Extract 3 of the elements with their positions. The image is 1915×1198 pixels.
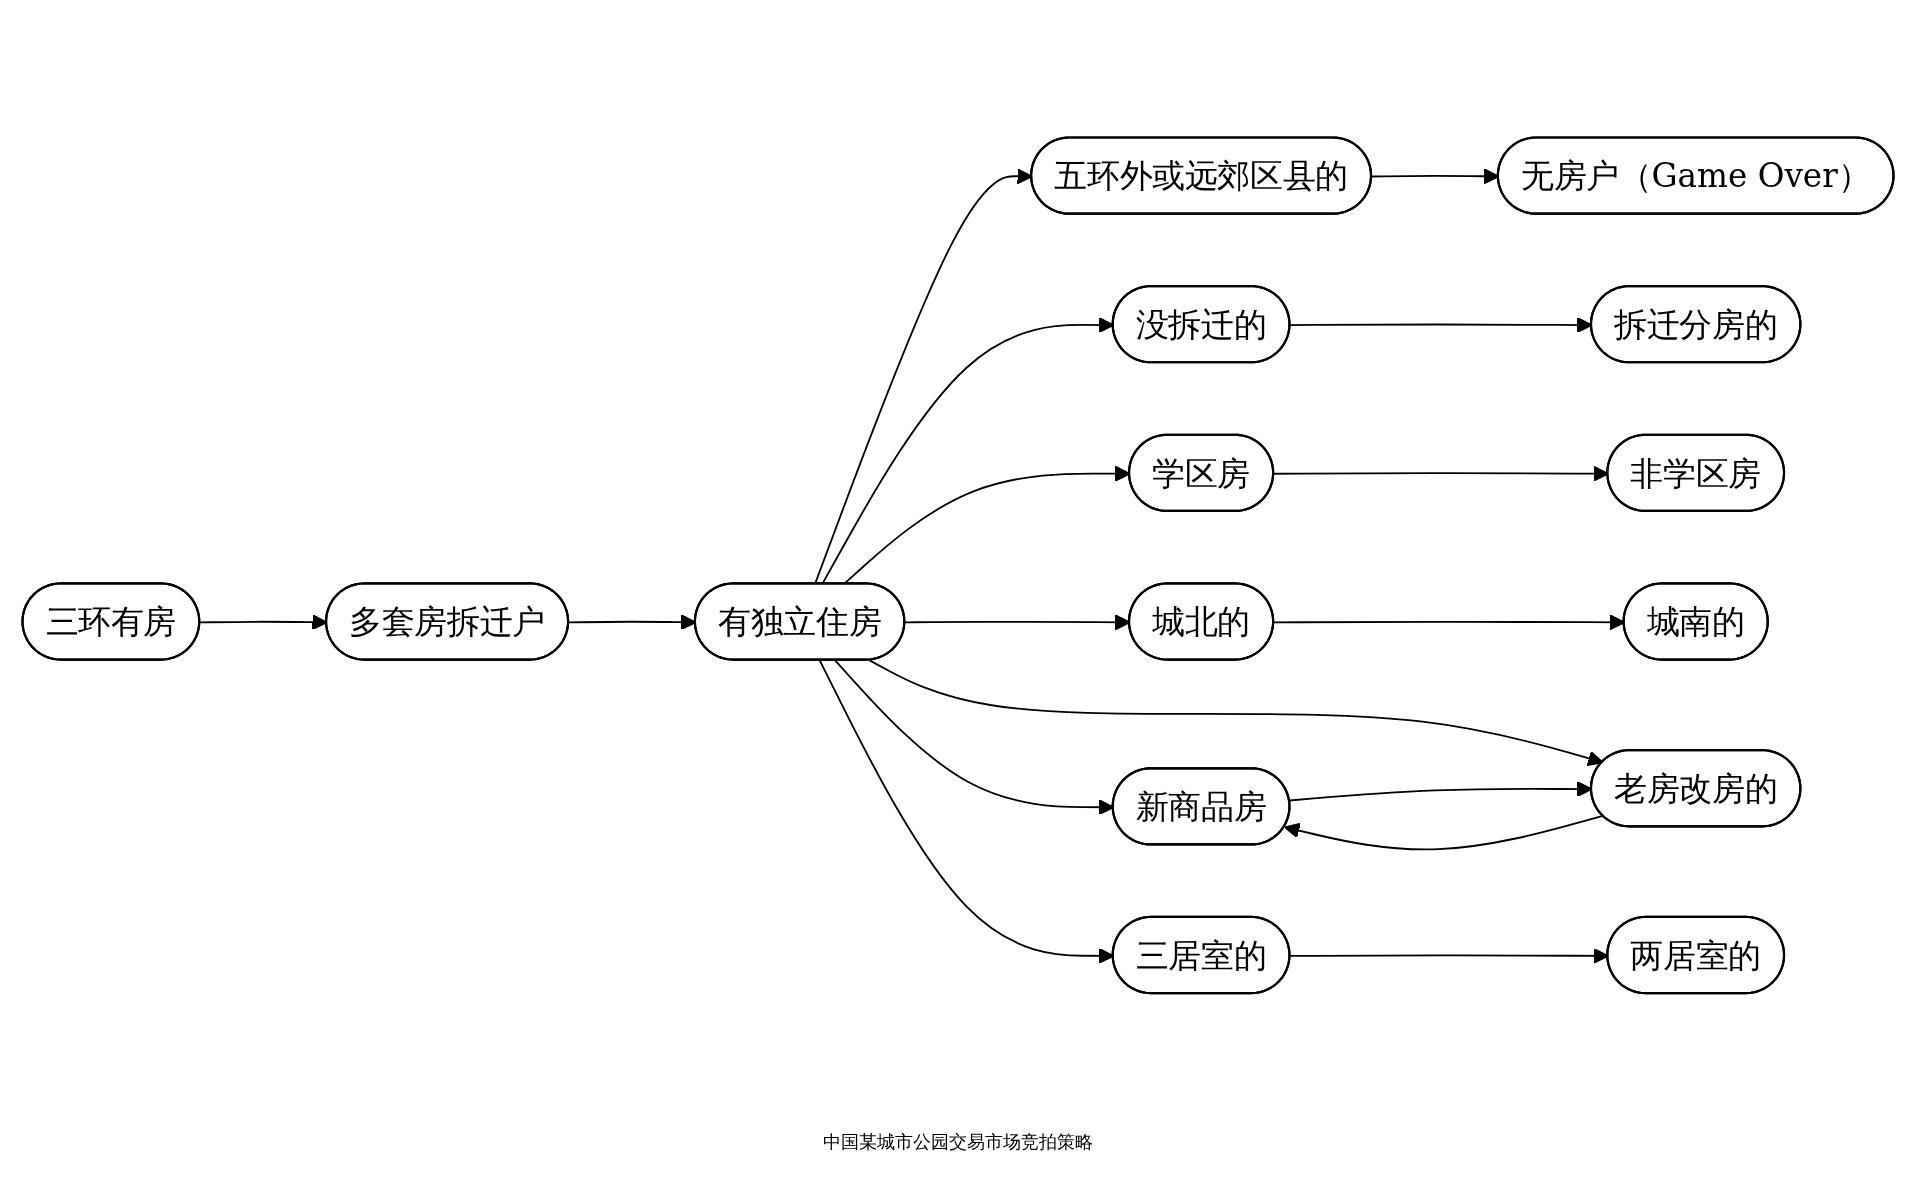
arrow: [868, 659, 1604, 766]
arrow: [1283, 814, 1604, 851]
caption: 中国某城市公园交易市场竞拍策略: [822, 1131, 1093, 1152]
